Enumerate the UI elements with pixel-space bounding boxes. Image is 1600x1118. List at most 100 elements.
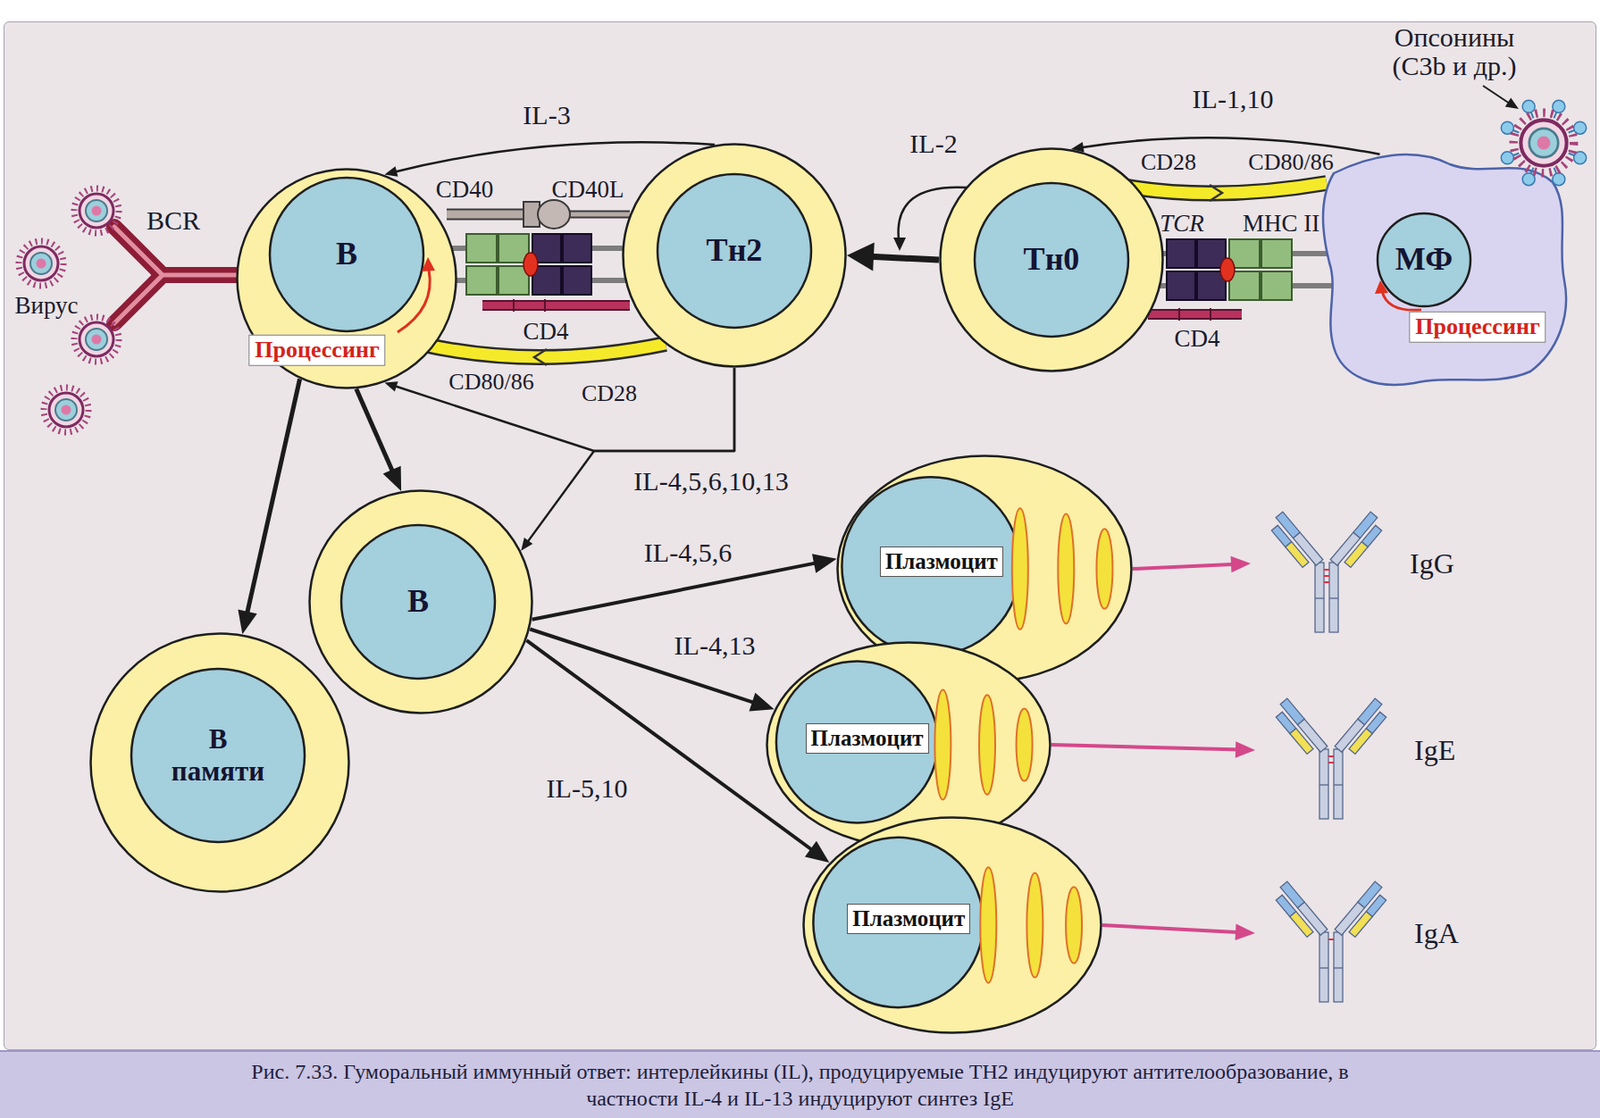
endoplasmic-reticulum [934, 690, 1032, 801]
caption-band: Рис. 7.33. Гуморальный иммунный ответ: и… [0, 1050, 1600, 1118]
cytokine-label: IL-4,5,6 [640, 537, 736, 568]
cytokine-label: IL-4,13 [670, 630, 760, 661]
molecule-label: CD40L [549, 176, 628, 204]
cytokine-label: IL-4,5,6,10,13 [629, 466, 792, 496]
process-tag: Процессинг [1408, 311, 1546, 344]
memory-b-cell: В памяти [89, 632, 351, 894]
antibody: IgE [1255, 676, 1470, 825]
cell-nucleus [341, 525, 495, 679]
plasma-cell: Плазмоцит [802, 816, 1103, 1035]
molecule-label: MHC II [1239, 210, 1323, 238]
costimulation-arrow [419, 343, 666, 366]
opsonized-virus [1500, 100, 1586, 185]
th0-cell: Тн0 [938, 147, 1165, 373]
cell-body [767, 643, 1051, 848]
cell-label: В [407, 583, 429, 620]
molecule-label: CD80/86 [1245, 150, 1336, 176]
processing-arrow [1374, 280, 1422, 310]
antibody-class: IgE [1414, 734, 1456, 768]
antibody-drawing [1266, 511, 1387, 633]
arrow-head [237, 609, 257, 635]
cell-nucleus [131, 669, 305, 843]
endoplasmic-reticulum [1012, 508, 1114, 630]
macrophage-body [1323, 154, 1567, 386]
connector-line [526, 368, 735, 545]
arrow-head [384, 166, 398, 176]
cell-body [91, 634, 350, 893]
cell-body [623, 144, 847, 368]
cytokine-label: IL-2 [906, 128, 960, 159]
cell-nucleus [812, 837, 983, 1008]
connector-line [1102, 925, 1242, 933]
antibody: IgG [1250, 489, 1466, 638]
cell-body [940, 149, 1164, 372]
virus-label: Вирус [11, 293, 81, 320]
connector-line [393, 368, 735, 452]
tcr-mhc-complex [446, 234, 630, 295]
connector-line [1051, 745, 1242, 751]
connector [237, 378, 300, 635]
cd4-molecule [1147, 308, 1242, 321]
connector [1132, 556, 1251, 573]
connector-line [865, 256, 939, 260]
cell-label: Тн2 [706, 232, 763, 269]
connector [520, 368, 735, 552]
cytokine-label: IL-3 [519, 100, 574, 130]
molecule-label: CD28 [578, 381, 640, 408]
molecule-label: CD4 [1171, 326, 1223, 353]
arrow-head [520, 537, 533, 552]
connector [356, 389, 402, 492]
antibody: IgA [1255, 859, 1470, 1008]
connector [1102, 924, 1256, 941]
process-tag: Процессинг [248, 335, 386, 367]
arrow-head [812, 553, 838, 573]
figure-caption: Рис. 7.33. Гуморальный иммунный ответ: и… [228, 1058, 1373, 1113]
bcr-receptor [114, 226, 243, 324]
processing-arrow [397, 257, 436, 333]
leader-arrow [1482, 85, 1519, 109]
receptor-label: BCR [143, 205, 203, 235]
antibody-drawing [1271, 881, 1391, 1003]
molecule-label: TCR [1156, 210, 1207, 238]
molecule-label: CD4 [519, 318, 571, 346]
cd4-molecule [482, 299, 630, 312]
cell-body [309, 491, 533, 714]
cell-nucleus [841, 477, 1021, 656]
b-cell: В Процессинг [235, 167, 458, 390]
connector [384, 368, 735, 452]
cytokine-label: IL-5,10 [543, 773, 632, 804]
molecule-label: CD28 [1138, 150, 1199, 176]
cell-label: Плазмоцит [879, 546, 1004, 578]
cd40-pair [446, 200, 630, 229]
cell-label: Плазмоцит [805, 723, 930, 754]
arrow-head [846, 242, 875, 271]
molecule-label: CD40 [433, 176, 497, 204]
arrow-head [1235, 924, 1256, 941]
cell-nucleus [1377, 213, 1471, 307]
cell-nucleus [657, 174, 812, 328]
macrophage: МФПроцессинг [1315, 137, 1572, 388]
cell-label: В памяти [171, 723, 265, 788]
cell-nucleus [269, 177, 424, 332]
cell-body [804, 818, 1102, 1034]
connector-line [356, 389, 395, 478]
cell-label: Тн0 [1023, 241, 1081, 278]
antibody-class: IgG [1409, 547, 1455, 581]
molecule-label: CD80/86 [445, 369, 537, 396]
antibody-class: IgA [1414, 917, 1459, 951]
arrow-head [1235, 741, 1256, 758]
plasma-cell: Плазмоцит [765, 641, 1052, 849]
cell-label: В [335, 235, 358, 273]
arrow-head [749, 693, 775, 713]
connector-line [531, 561, 821, 620]
opsonin-label: Опсонины (C3b и др.) [1371, 23, 1538, 82]
tcr-mhc-complex [1143, 239, 1341, 301]
b-cell: В [308, 489, 534, 715]
th2-cell: Тн2 [621, 142, 847, 369]
connector-line [245, 378, 300, 619]
cell-nucleus [776, 661, 939, 824]
antibody-drawing [1271, 698, 1391, 820]
connector-line [1080, 137, 1381, 154]
cytokine-label: IL-1,10 [1189, 83, 1278, 114]
